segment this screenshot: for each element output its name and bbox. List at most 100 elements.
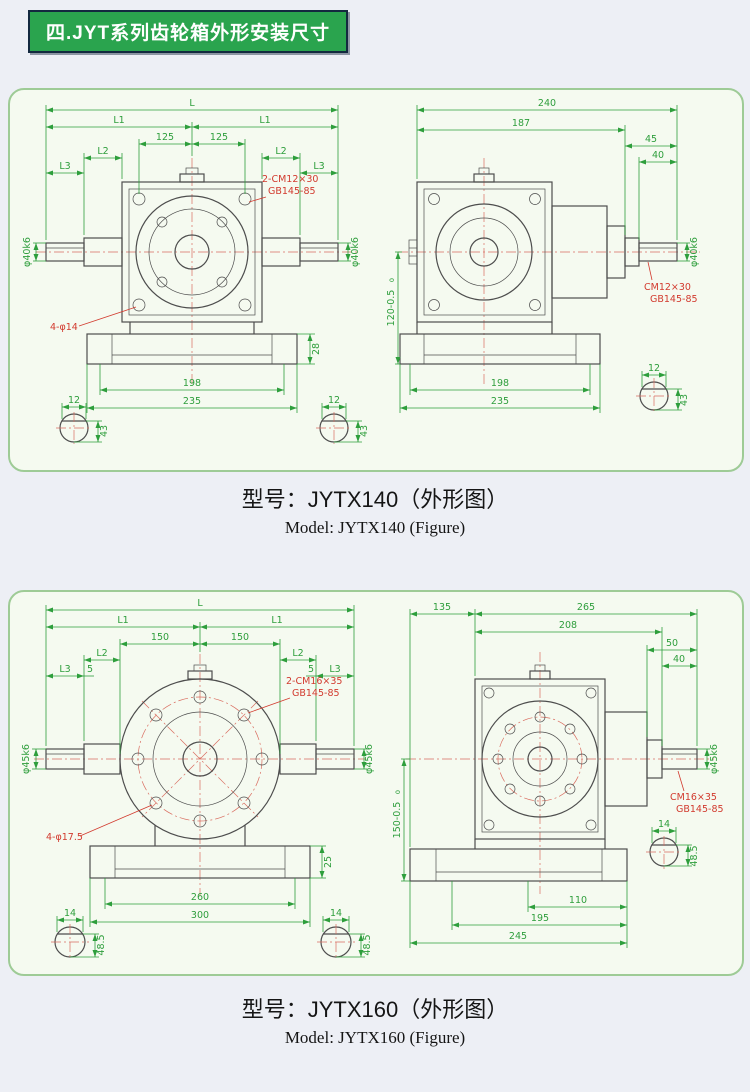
holes-callout-leader	[79, 804, 153, 837]
jytx140-side-view: 240 187 45 40 φ40k6 120-0.5 0 CM12×30 GB…	[386, 98, 700, 414]
thread-callout-line1: CM16×35	[670, 792, 717, 803]
dim-shaft-dia-right: φ40k6	[350, 237, 361, 267]
dim-260: 260	[191, 892, 209, 903]
shaft-key-detail-left	[56, 403, 102, 444]
dim-key-width-right: 12	[328, 395, 340, 406]
dim-240: 240	[538, 98, 556, 109]
dim-L3-right: L3	[329, 664, 340, 675]
dim-height-tolerance: 150-0.5	[392, 802, 403, 839]
dim-height-tolerance-sup: 0	[394, 790, 402, 794]
dim-L: L	[189, 98, 195, 109]
gearbox-body-outline	[399, 167, 678, 365]
dim-L3-right: L3	[313, 161, 324, 172]
dim-150-right: 150	[231, 632, 249, 643]
model-140-caption-cn: 型号：JYTX140（外形图）	[241, 487, 509, 512]
thread-callout-line2: GB145-85	[292, 688, 340, 699]
thread-callout-line1: 2-CM12×30	[262, 174, 318, 185]
thread-callout-line2: GB145-85	[650, 294, 698, 305]
dim-key-height-right: 48.5	[362, 934, 373, 955]
thread-callout-leader	[248, 196, 267, 203]
shaft-key-detail-right	[317, 916, 365, 960]
dim-235: 235	[491, 396, 509, 407]
thread-callout-line1: CM12×30	[644, 282, 691, 293]
dim-height-tolerance: 120-0.5	[386, 290, 397, 327]
dim-key-height: 43	[679, 394, 690, 406]
dim-135: 135	[433, 602, 451, 613]
thread-callout-leader	[677, 770, 685, 792]
dim-L3-left: L3	[59, 161, 70, 172]
dim-L1-right: L1	[259, 115, 270, 126]
shaft-key-detail	[636, 371, 682, 414]
dim-shaft-dia-right: φ45k6	[364, 744, 375, 774]
dim-L1-left: L1	[117, 615, 128, 626]
dim-L2-left: L2	[97, 146, 108, 157]
dim-265: 265	[577, 602, 595, 613]
dim-45: 45	[645, 134, 657, 145]
dim-50: 50	[666, 638, 678, 649]
section-title: 四.JYT系列齿轮箱外形安装尺寸	[46, 23, 331, 44]
dim-L: L	[197, 598, 203, 609]
caption-jytx140: 型号：JYTX140（外形图） Model: JYTX140 (Figure)	[0, 482, 750, 538]
dimension-lines	[33, 105, 351, 413]
dim-key-height-left: 48.5	[96, 934, 107, 955]
dimension-lines	[395, 105, 690, 413]
dim-125-right: 125	[210, 132, 228, 143]
jytx140-front-view: L L1 L1 125 125 L2 L3 L2 L3 φ40k6 φ40k6 …	[22, 98, 370, 444]
dim-L2-right: L2	[275, 146, 286, 157]
dim-L1-left: L1	[113, 115, 124, 126]
dim-key-width-right: 14	[330, 908, 342, 919]
holes-callout-leader	[78, 306, 137, 327]
dim-300: 300	[191, 910, 209, 921]
dim-key-width: 12	[648, 363, 660, 374]
section-header: 四.JYT系列齿轮箱外形安装尺寸	[28, 10, 349, 53]
dim-5-left: 5	[87, 664, 93, 675]
dim-245: 245	[509, 931, 527, 942]
dim-height-tolerance-sup: 0	[388, 278, 396, 282]
dim-150-left: 150	[151, 632, 169, 643]
dim-40: 40	[652, 150, 664, 161]
dim-235: 235	[183, 396, 201, 407]
dim-shaft-dia: φ40k6	[689, 237, 700, 267]
dim-shaft-dia-left: φ40k6	[22, 237, 33, 267]
thread-callout-line2: GB145-85	[268, 186, 316, 197]
dim-208: 208	[559, 620, 577, 631]
dim-198: 198	[183, 378, 201, 389]
caption-jytx160: 型号：JYTX160（外形图） Model: JYTX160 (Figure)	[0, 992, 750, 1048]
shaft-key-detail	[646, 827, 692, 870]
gearbox-body-outline	[45, 167, 339, 365]
dim-5-right: 5	[308, 664, 314, 675]
dim-key-height-right: 43	[359, 425, 370, 437]
dim-L3-left: L3	[59, 664, 70, 675]
dim-40: 40	[673, 654, 685, 665]
holes-callout: 4-φ17.5	[46, 832, 83, 843]
drawing-panel-jytx160: L L1 L1 150 150 L2 L3 5 L2 L3 5 φ45k6 φ4…	[8, 590, 744, 976]
holes-callout: 4-φ14	[50, 322, 78, 333]
dimension-lines	[401, 609, 710, 948]
model-140-caption-en: Model: JYTX140 (Figure)	[284, 518, 466, 537]
gearbox-body-outline	[409, 664, 698, 882]
jytx160-front-view: L L1 L1 150 150 L2 L3 5 L2 L3 5 φ45k6 φ4…	[21, 598, 375, 960]
thread-callout-line2: GB145-85	[676, 804, 724, 815]
dim-25: 25	[323, 856, 334, 868]
dimension-lines	[32, 605, 367, 927]
dim-110: 110	[569, 895, 587, 906]
dim-187: 187	[512, 118, 530, 129]
model-160-caption-en: Model: JYTX160 (Figure)	[284, 1028, 466, 1047]
thread-callout-line1: 2-CM16×35	[286, 676, 342, 687]
shaft-key-detail-right	[316, 403, 362, 444]
drawing-panel-jytx140: L L1 L1 125 125 L2 L3 L2 L3 φ40k6 φ40k6 …	[8, 88, 744, 472]
gearbox-body-outline	[45, 664, 355, 879]
shaft-key-detail-left	[51, 916, 99, 960]
dim-125-left: 125	[156, 132, 174, 143]
dim-key-height-left: 43	[99, 425, 110, 437]
thread-callout-leader	[647, 261, 653, 281]
jytx160-side-view: 135 265 208 50 40 φ45k6 150-0.5 0 CM16×3…	[392, 602, 724, 948]
thread-callout-leader	[247, 697, 291, 714]
dim-key-width-left: 12	[68, 395, 80, 406]
dim-L1-right: L1	[271, 615, 282, 626]
dim-key-width-left: 14	[64, 908, 76, 919]
dim-195: 195	[531, 913, 549, 924]
dim-shaft-dia: φ45k6	[709, 744, 720, 774]
dim-L2-left: L2	[96, 648, 107, 659]
